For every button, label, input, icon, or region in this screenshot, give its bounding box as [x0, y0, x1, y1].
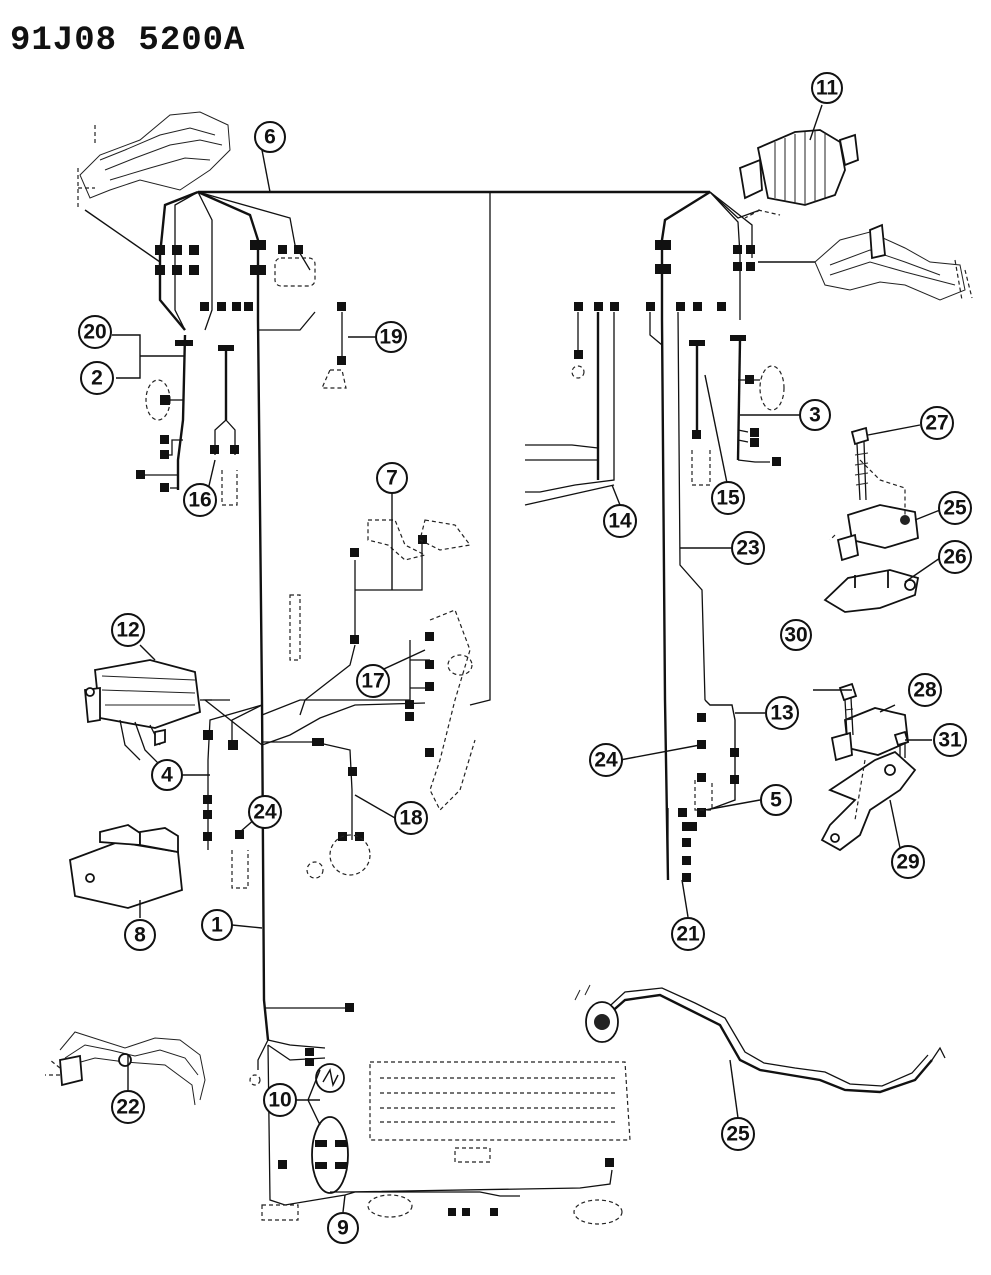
module-12: [84, 659, 230, 766]
svg-text:31: 31: [938, 729, 962, 752]
callout-26: 25: [938, 491, 972, 525]
callout-14: 14: [603, 504, 637, 538]
svg-text:9: 9: [337, 1217, 349, 1240]
callout-24-left: 24: [248, 795, 282, 829]
svg-text:19: 19: [379, 326, 402, 349]
svg-text:30: 30: [784, 624, 807, 647]
svg-text:5: 5: [770, 789, 782, 812]
svg-text:8: 8: [134, 924, 146, 947]
callout-21: 21: [671, 917, 705, 951]
callout-3: 3: [799, 399, 831, 431]
callout-19: 19: [375, 321, 407, 353]
callout-2: 2: [80, 361, 114, 395]
callout-25: 25: [721, 1117, 755, 1151]
bolt-31: [838, 682, 858, 736]
lower-harness: [249, 1003, 631, 1225]
svg-text:10: 10: [268, 1089, 291, 1112]
callout-15: 15: [711, 481, 745, 515]
callout-23: 23: [731, 531, 765, 565]
callout-9: 9: [327, 1212, 359, 1244]
callout-24-right: 24: [589, 743, 623, 777]
sensor-26: [829, 459, 919, 562]
svg-text:28: 28: [913, 679, 937, 702]
callout-4: 4: [151, 759, 183, 791]
dashed-components-upper-left: [145, 257, 347, 506]
callout-6: 6: [254, 121, 286, 153]
callout-20: 20: [78, 315, 112, 349]
svg-text:25: 25: [943, 497, 967, 520]
svg-text:17: 17: [361, 670, 384, 693]
callout-32: 31: [933, 723, 967, 757]
svg-text:14: 14: [608, 510, 632, 533]
svg-text:3: 3: [809, 404, 821, 427]
harness-7-17: [231, 519, 476, 889]
svg-text:11: 11: [816, 77, 839, 100]
svg-text:13: 13: [770, 702, 793, 725]
svg-text:29: 29: [896, 851, 919, 874]
connector-cluster-upper-right: [758, 223, 973, 301]
svg-text:25: 25: [726, 1123, 750, 1146]
svg-text:18: 18: [399, 807, 423, 830]
connectors-upper-left: [155, 240, 346, 365]
svg-text:21: 21: [676, 923, 700, 946]
left-branch: [136, 334, 239, 492]
callout-30: 29: [891, 845, 925, 879]
switch-11: [738, 129, 859, 219]
svg-text:24: 24: [253, 801, 277, 824]
harness-1: [203, 311, 426, 1041]
relay-8: [69, 824, 183, 909]
bracket-27: [823, 569, 920, 613]
svg-text:4: 4: [161, 764, 173, 787]
svg-text:1: 1: [211, 914, 223, 937]
svg-text:27: 27: [925, 412, 948, 435]
svg-text:20: 20: [83, 321, 106, 344]
right-dashed: [571, 365, 785, 880]
callout-1: 1: [201, 909, 233, 941]
svg-text:2: 2: [91, 367, 103, 390]
svg-text:16: 16: [188, 489, 211, 512]
svg-text:26: 26: [943, 546, 966, 569]
callout-27: 26: [938, 540, 972, 574]
callout-12: 12: [111, 613, 145, 647]
callout-16: 16: [183, 483, 217, 517]
callout-8: 8: [124, 919, 156, 951]
svg-text:7: 7: [386, 467, 398, 490]
cable-25: [574, 984, 946, 1094]
callout-17: 17: [356, 664, 390, 698]
diagram-title: 91J08 5200A: [10, 22, 246, 60]
svg-text:12: 12: [116, 619, 139, 642]
svg-text:23: 23: [736, 537, 759, 560]
svg-text:22: 22: [116, 1096, 139, 1119]
connectors-harness-1: [203, 535, 434, 841]
callout-5: 5: [760, 784, 792, 816]
sensor-29: [830, 707, 909, 762]
callout-10: 10: [263, 1083, 297, 1117]
callout-31: 30: [780, 619, 812, 651]
callout-13: 13: [765, 696, 799, 730]
bolt-32: [893, 730, 910, 760]
callout-28: 27: [920, 406, 954, 440]
leader-lines: [112, 104, 941, 1213]
callout-18: 18: [394, 801, 428, 835]
svg-text:6: 6: [264, 126, 276, 149]
bracket-30: [820, 750, 917, 852]
callout-22: 22: [111, 1090, 145, 1124]
callout-29: 28: [908, 673, 942, 707]
right-branch: [524, 311, 770, 881]
harness-22: [45, 1031, 206, 1106]
svg-text:24: 24: [594, 749, 618, 772]
svg-text:15: 15: [716, 487, 740, 510]
callout-7: 7: [376, 462, 408, 494]
callout-11: 11: [811, 72, 843, 104]
bolt-28: [850, 426, 870, 501]
connector-cluster-upper-left: [77, 111, 231, 263]
